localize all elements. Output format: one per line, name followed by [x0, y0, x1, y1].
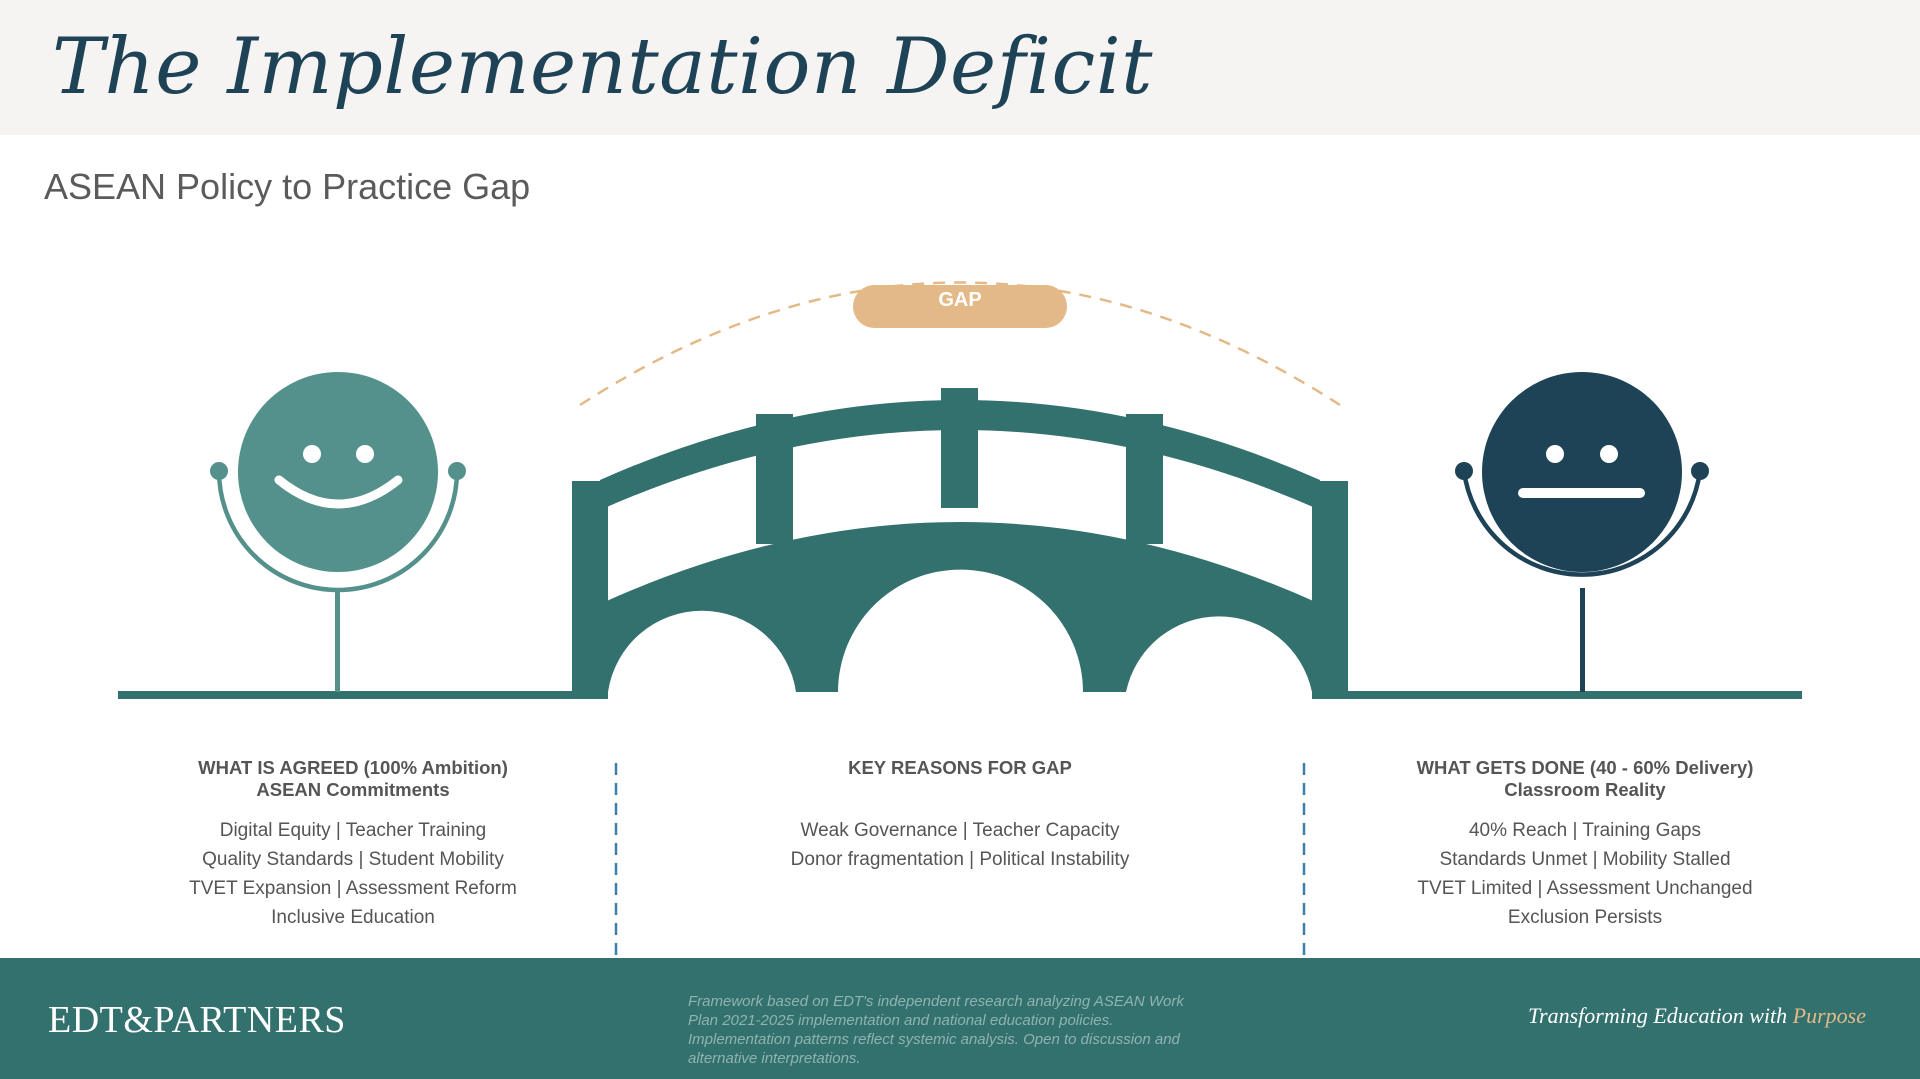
footer-disclaimer: Framework based on EDT's independent res…	[688, 993, 1184, 1067]
header-band	[0, 0, 1920, 135]
page-subtitle: ASEAN Policy to Practice Gap	[44, 166, 531, 207]
neutral-face-icon	[1455, 372, 1709, 692]
agreed-subheading: ASEAN Commitments	[256, 779, 450, 800]
list-item: TVET Expansion | Assessment Reform	[189, 878, 517, 899]
company-logo: EDT&PARTNERS	[48, 999, 346, 1041]
gap-arc	[579, 281, 1341, 407]
bridge-icon	[572, 388, 1348, 699]
list-item: Donor fragmentation | Political Instabil…	[790, 849, 1130, 870]
list-item: Quality Standards | Student Mobility	[202, 849, 504, 870]
tagline-accent: Purpose	[1792, 1003, 1866, 1028]
list-item: Standards Unmet | Mobility Stalled	[1439, 849, 1731, 870]
tagline-main: Transforming Education with	[1528, 1003, 1793, 1028]
list-item: 40% Reach | Training Gaps	[1468, 820, 1701, 841]
reasons-heading: KEY REASONS FOR GAP	[848, 757, 1072, 778]
reasons-column: KEY REASONS FOR GAP Weak Governance | Te…	[750, 757, 1170, 874]
delivered-column: WHAT GETS DONE (40 - 60% Delivery) Class…	[1370, 757, 1800, 932]
list-item: Digital Equity | Teacher Training	[219, 820, 487, 841]
list-item: Exclusion Persists	[1507, 907, 1663, 928]
agreed-column: WHAT IS AGREED (100% Ambition) ASEAN Com…	[143, 757, 563, 932]
delivered-heading: WHAT GETS DONE (40 - 60% Delivery)	[1416, 757, 1754, 778]
smiling-face-icon	[210, 372, 466, 692]
list-item: TVET Limited | Assessment Unchanged	[1417, 878, 1753, 899]
ground-line-right	[1312, 691, 1802, 699]
ground-line-left	[118, 691, 608, 699]
page-title: The Implementation Deficit	[52, 22, 1154, 112]
footer-tagline: Transforming Education with Purpose	[1528, 1003, 1866, 1029]
delivered-subheading: Classroom Reality	[1504, 779, 1666, 800]
list-item: Weak Governance | Teacher Capacity	[800, 820, 1120, 841]
gap-label: GAP	[853, 285, 1067, 328]
footer: EDT&PARTNERS Framework based on EDT's in…	[0, 958, 1920, 1079]
list-item: Inclusive Education	[271, 907, 435, 928]
agreed-heading: WHAT IS AGREED (100% Ambition)	[198, 757, 508, 778]
